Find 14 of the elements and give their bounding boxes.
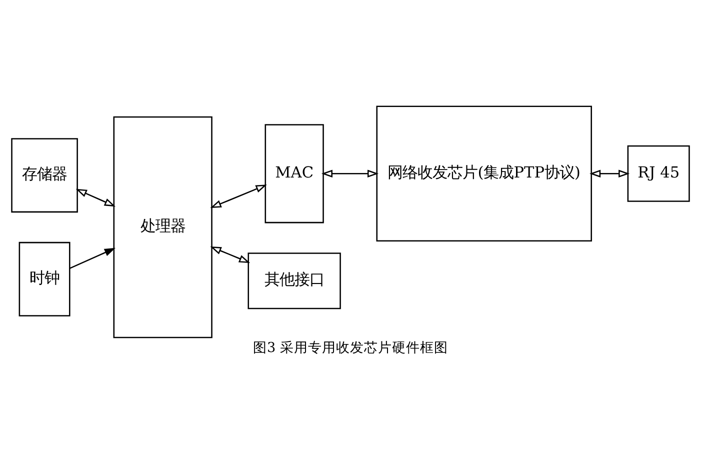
- arrow: [70, 248, 116, 269]
- arrow: [590, 170, 630, 178]
- node-box: 其他接口: [248, 252, 341, 310]
- node-box: 存储器: [11, 138, 78, 213]
- node-box: 网络收发芯片(集成PTP协议): [376, 106, 592, 242]
- arrow: [76, 188, 116, 207]
- node-box: MAC: [264, 124, 324, 224]
- arrow: [321, 170, 379, 178]
- node-box: 时钟: [18, 242, 70, 316]
- arrow: [210, 184, 267, 208]
- node-box: 处理器: [113, 116, 212, 338]
- caption: 图3 采用专用收发芯片硬件框图: [253, 340, 448, 356]
- arrow: [210, 246, 250, 263]
- node-box: RJ 45: [627, 145, 690, 202]
